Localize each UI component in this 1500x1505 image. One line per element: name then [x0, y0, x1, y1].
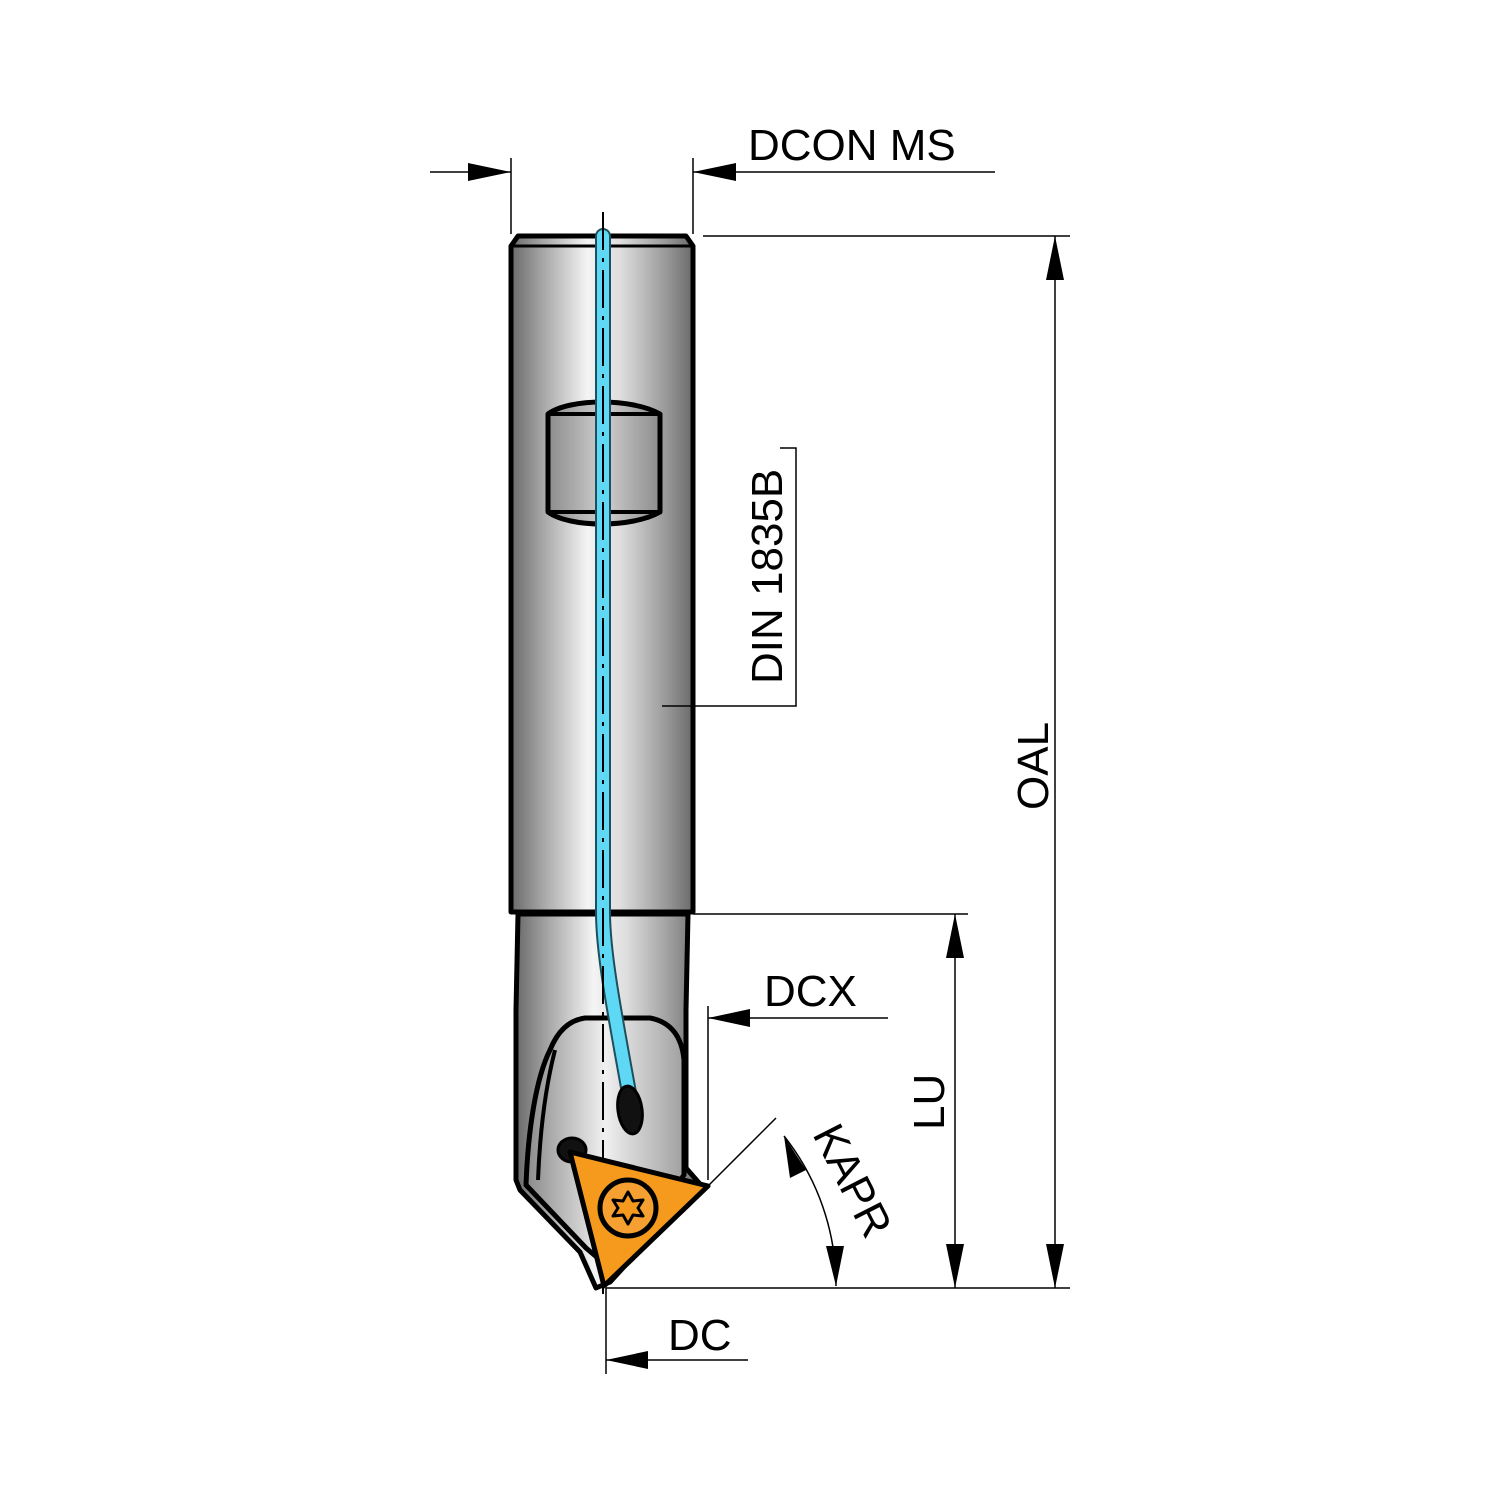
coolant-outlet: [616, 1084, 644, 1136]
label-din: DIN 1835B: [743, 469, 792, 684]
lu-arrow-bottom: [946, 1244, 964, 1288]
oal-arrow-bottom: [1046, 1244, 1064, 1288]
torx-icon: [611, 1190, 645, 1226]
dcx-arrow: [708, 1009, 750, 1027]
kapr-arrow-top: [784, 1136, 806, 1178]
label-dcx: DCX: [764, 967, 857, 1016]
dcon-arrow-right: [693, 163, 736, 181]
din-leader: [662, 447, 797, 707]
lu-arrow-top: [946, 914, 964, 958]
seat-inner-edge: [536, 1049, 557, 1181]
label-kapr: KAPR: [803, 1116, 901, 1245]
labels: DCON MS DCX DC DIN 1835B OAL LU KAPR: [668, 121, 1058, 1360]
label-oal: OAL: [1009, 722, 1058, 810]
dcon-arrow-left: [468, 163, 511, 181]
kapr-arrow-bottom: [826, 1246, 844, 1286]
dimensions: [430, 158, 1070, 1374]
dc-arrow: [606, 1351, 648, 1369]
insert: [567, 1149, 711, 1289]
oal-arrow-top: [1046, 236, 1064, 280]
kapr-extension: [707, 1117, 777, 1187]
label-lu: LU: [905, 1074, 954, 1130]
label-dc: DC: [668, 1311, 732, 1360]
label-dcon-ms: DCON MS: [748, 121, 956, 170]
